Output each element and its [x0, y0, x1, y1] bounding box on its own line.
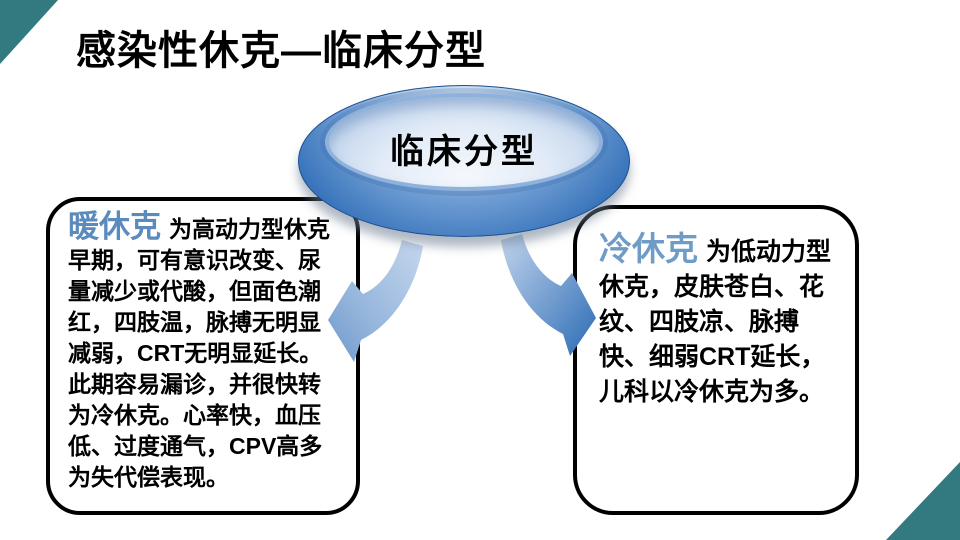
- disc-label: 临床分型: [390, 132, 538, 171]
- slide-title: 感染性休克—临床分型: [76, 29, 486, 73]
- clinical-type-disc: 临床分型: [298, 85, 630, 237]
- cold-shock-box: 冷休克为低动力型休克，皮肤苍白、花纹、四肢凉、脉搏快、细弱CRT延长，儿科以冷休…: [573, 205, 859, 515]
- curved-arrow-left-icon: [328, 240, 423, 362]
- cold-shock-text: 冷休克为低动力型休克，皮肤苍白、花纹、四肢凉、脉搏快、细弱CRT延长，儿科以冷休…: [599, 231, 841, 410]
- warm-shock-box: 暖休克为高动力型休克早期，可有意识改变、尿量减少或代酸，但面色潮红，四肢温，脉搏…: [46, 197, 360, 515]
- warm-shock-heading: 暖休克: [68, 209, 161, 244]
- warm-shock-text: 暖休克为高动力型休克早期，可有意识改变、尿量减少或代酸，但面色潮红，四肢温，脉搏…: [68, 211, 342, 493]
- corner-triangle-bottom-right: [886, 462, 960, 540]
- cold-shock-heading: 冷休克: [599, 230, 698, 267]
- cold-shock-body: 为低动力型休克，皮肤苍白、花纹、四肢凉、脉搏快、细弱CRT延长，儿科以冷休克为多…: [599, 238, 832, 406]
- clinical-type-disc-face: 临床分型: [325, 93, 603, 191]
- curved-arrows-graphic: [328, 234, 596, 362]
- warm-shock-body: 为高动力型休克早期，可有意识改变、尿量减少或代酸，但面色潮红，四肢温，脉搏无明显…: [68, 216, 330, 490]
- corner-triangle-top-left: [0, 0, 58, 64]
- curved-arrow-right-icon: [501, 234, 596, 356]
